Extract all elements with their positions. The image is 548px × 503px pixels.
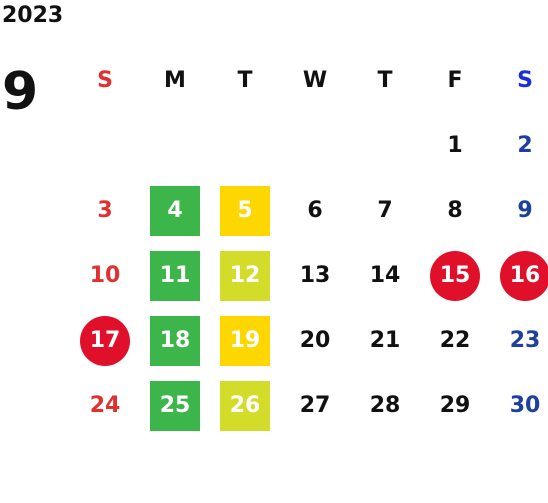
day-cell[interactable]: 7 <box>350 178 420 243</box>
day-cell[interactable]: 21 <box>350 308 420 373</box>
day-cell[interactable]: 11 <box>140 243 210 308</box>
day-cell[interactable]: 17 <box>70 308 140 373</box>
empty-cell <box>280 113 350 178</box>
day-cell[interactable]: 18 <box>140 308 210 373</box>
day-number: 9 <box>517 198 533 223</box>
day-number: 30 <box>509 393 541 418</box>
day-cell[interactable]: 4 <box>140 178 210 243</box>
day-number: 6 <box>307 198 323 223</box>
day-cell[interactable]: 25 <box>140 373 210 438</box>
day-number: 27 <box>299 393 331 418</box>
day-cell[interactable]: 28 <box>350 373 420 438</box>
day-cell[interactable]: 16 <box>490 243 548 308</box>
day-number: 28 <box>369 393 401 418</box>
highlighted-day: 19 <box>220 315 270 366</box>
highlighted-day: 26 <box>220 380 270 431</box>
calendar-year: 2023 <box>2 3 64 28</box>
empty-cell <box>140 113 210 178</box>
day-cell[interactable]: 13 <box>280 243 350 308</box>
day-cell[interactable]: 8 <box>420 178 490 243</box>
day-number: 24 <box>89 393 121 418</box>
day-cell[interactable]: 29 <box>420 373 490 438</box>
weekday-header: T <box>377 68 393 93</box>
day-cell[interactable]: 27 <box>280 373 350 438</box>
empty-cell <box>350 113 420 178</box>
day-cell[interactable]: 20 <box>280 308 350 373</box>
day-cell[interactable]: 5 <box>210 178 280 243</box>
day-cell[interactable]: 24 <box>70 373 140 438</box>
weekday-header: T <box>237 68 253 93</box>
day-cell[interactable]: 10 <box>70 243 140 308</box>
day-number: 14 <box>369 263 401 288</box>
day-number: 29 <box>439 393 471 418</box>
day-cell[interactable]: 19 <box>210 308 280 373</box>
day-cell[interactable]: 9 <box>490 178 548 243</box>
holiday-day: 16 <box>500 250 548 301</box>
highlighted-day: 11 <box>150 250 200 301</box>
day-number: 20 <box>299 328 331 353</box>
empty-cell <box>70 113 140 178</box>
day-number: 7 <box>377 198 393 223</box>
day-cell[interactable]: 3 <box>70 178 140 243</box>
weekday-header: S <box>97 68 113 93</box>
day-number: 10 <box>89 263 121 288</box>
weekday-header: F <box>447 68 463 93</box>
day-number: 3 <box>97 198 113 223</box>
holiday-day: 15 <box>430 250 480 301</box>
day-cell[interactable]: 12 <box>210 243 280 308</box>
day-number: 13 <box>299 263 331 288</box>
day-cell[interactable]: 26 <box>210 373 280 438</box>
highlighted-day: 5 <box>220 185 270 236</box>
day-cell[interactable]: 6 <box>280 178 350 243</box>
day-number: 22 <box>439 328 471 353</box>
weekday-header: M <box>164 68 186 93</box>
day-cell[interactable]: 23 <box>490 308 548 373</box>
highlighted-day: 4 <box>150 185 200 236</box>
day-number: 1 <box>447 133 463 158</box>
day-number: 8 <box>447 198 463 223</box>
day-cell[interactable]: 30 <box>490 373 548 438</box>
highlighted-day: 12 <box>220 250 270 301</box>
day-cell[interactable]: 22 <box>420 308 490 373</box>
day-cell[interactable]: 15 <box>420 243 490 308</box>
empty-cell <box>210 113 280 178</box>
day-number: 23 <box>509 328 541 353</box>
day-cell[interactable]: 14 <box>350 243 420 308</box>
day-cell[interactable]: 1 <box>420 113 490 178</box>
weekday-header: W <box>302 68 328 93</box>
highlighted-day: 18 <box>150 315 200 366</box>
day-cell[interactable]: 2 <box>490 113 548 178</box>
holiday-day: 17 <box>80 315 130 366</box>
day-number: 2 <box>517 133 533 158</box>
calendar-month: 9 <box>2 62 39 122</box>
highlighted-day: 25 <box>150 380 200 431</box>
day-number: 21 <box>369 328 401 353</box>
weekday-header: S <box>517 68 533 93</box>
